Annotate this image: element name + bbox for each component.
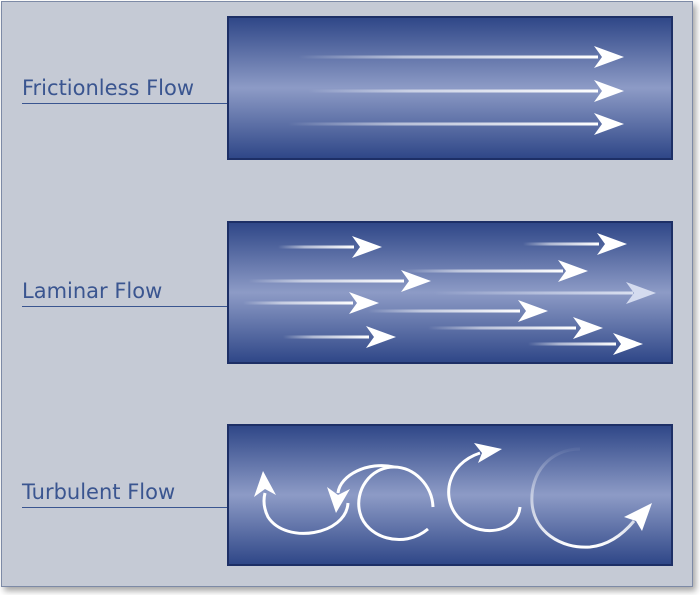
frictionless-flow-label: Frictionless Flow	[22, 76, 195, 100]
curved-arrow-icon	[530, 447, 652, 549]
laminar-flow-label: Laminar Flow	[22, 279, 163, 303]
straight-arrow-icon	[523, 233, 627, 255]
turbulent-flow-pipe	[227, 424, 673, 566]
laminar-flow-pipe	[227, 221, 673, 364]
pipe-body	[227, 16, 673, 160]
straight-arrow-icon	[283, 326, 396, 348]
straight-arrow-icon	[403, 260, 588, 282]
curved-arrow-icon	[327, 464, 435, 541]
straight-arrow-icon	[308, 80, 624, 102]
straight-arrow-icon	[243, 292, 379, 314]
laminar-flow-underline	[22, 306, 230, 307]
straight-arrow-icon	[428, 317, 603, 339]
straight-arrow-icon	[433, 282, 656, 304]
curved-arrow-icon	[254, 471, 350, 535]
straight-arrow-icon	[288, 113, 624, 135]
frictionless-flow-pipe	[227, 16, 673, 160]
turbulent-flow-underline	[22, 507, 230, 508]
straight-arrow-icon	[278, 236, 382, 258]
straight-arrow-icon	[298, 46, 624, 68]
curved-arrow-icon	[447, 443, 522, 533]
straight-arrow-icon	[528, 333, 643, 355]
diagram-frame: Frictionless Flow	[1, 1, 693, 587]
straight-arrow-icon	[368, 300, 548, 322]
frictionless-flow-underline	[22, 103, 230, 104]
turbulent-flow-label: Turbulent Flow	[22, 480, 176, 504]
straight-arrow-icon	[248, 270, 431, 292]
